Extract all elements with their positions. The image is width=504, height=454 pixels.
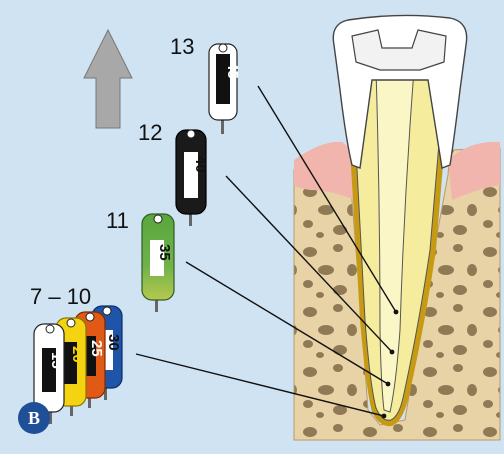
file-45: 45 — [208, 43, 241, 134]
tip-12 — [389, 349, 395, 355]
label-11: 11 — [106, 208, 129, 233]
leader-line-7-10 — [135, 353, 385, 417]
file-25-size: 25 — [88, 340, 105, 357]
tip-7-10 — [381, 413, 387, 419]
file-40-size: 40 — [192, 156, 209, 173]
leader-line-12 — [225, 175, 393, 353]
file-15: 15 — [33, 323, 65, 424]
file-15-size: 15 — [48, 352, 65, 369]
panel-label: B — [28, 408, 40, 428]
file-45-size: 45 — [224, 62, 241, 79]
gum-tissue — [294, 141, 355, 200]
root-canal — [375, 69, 415, 413]
file-30-size: 30 — [105, 334, 122, 351]
file-35-size: 35 — [156, 244, 173, 261]
label-13: 13 — [170, 34, 194, 59]
panel-badge — [18, 402, 50, 434]
access-cavity — [351, 29, 447, 71]
leader-line-11 — [185, 261, 389, 385]
gum-tissue-right — [448, 141, 500, 200]
label-12: 12 — [138, 120, 162, 145]
leader-line-13 — [257, 85, 397, 313]
file-20-size: 20 — [69, 346, 86, 363]
direction-arrow — [83, 28, 133, 129]
file-40: 40 — [175, 129, 209, 226]
label-7-10: 7 – 10 — [30, 284, 91, 309]
tip-11 — [385, 381, 391, 387]
tip-13 — [393, 309, 399, 315]
file-35: 35 — [141, 213, 175, 312]
